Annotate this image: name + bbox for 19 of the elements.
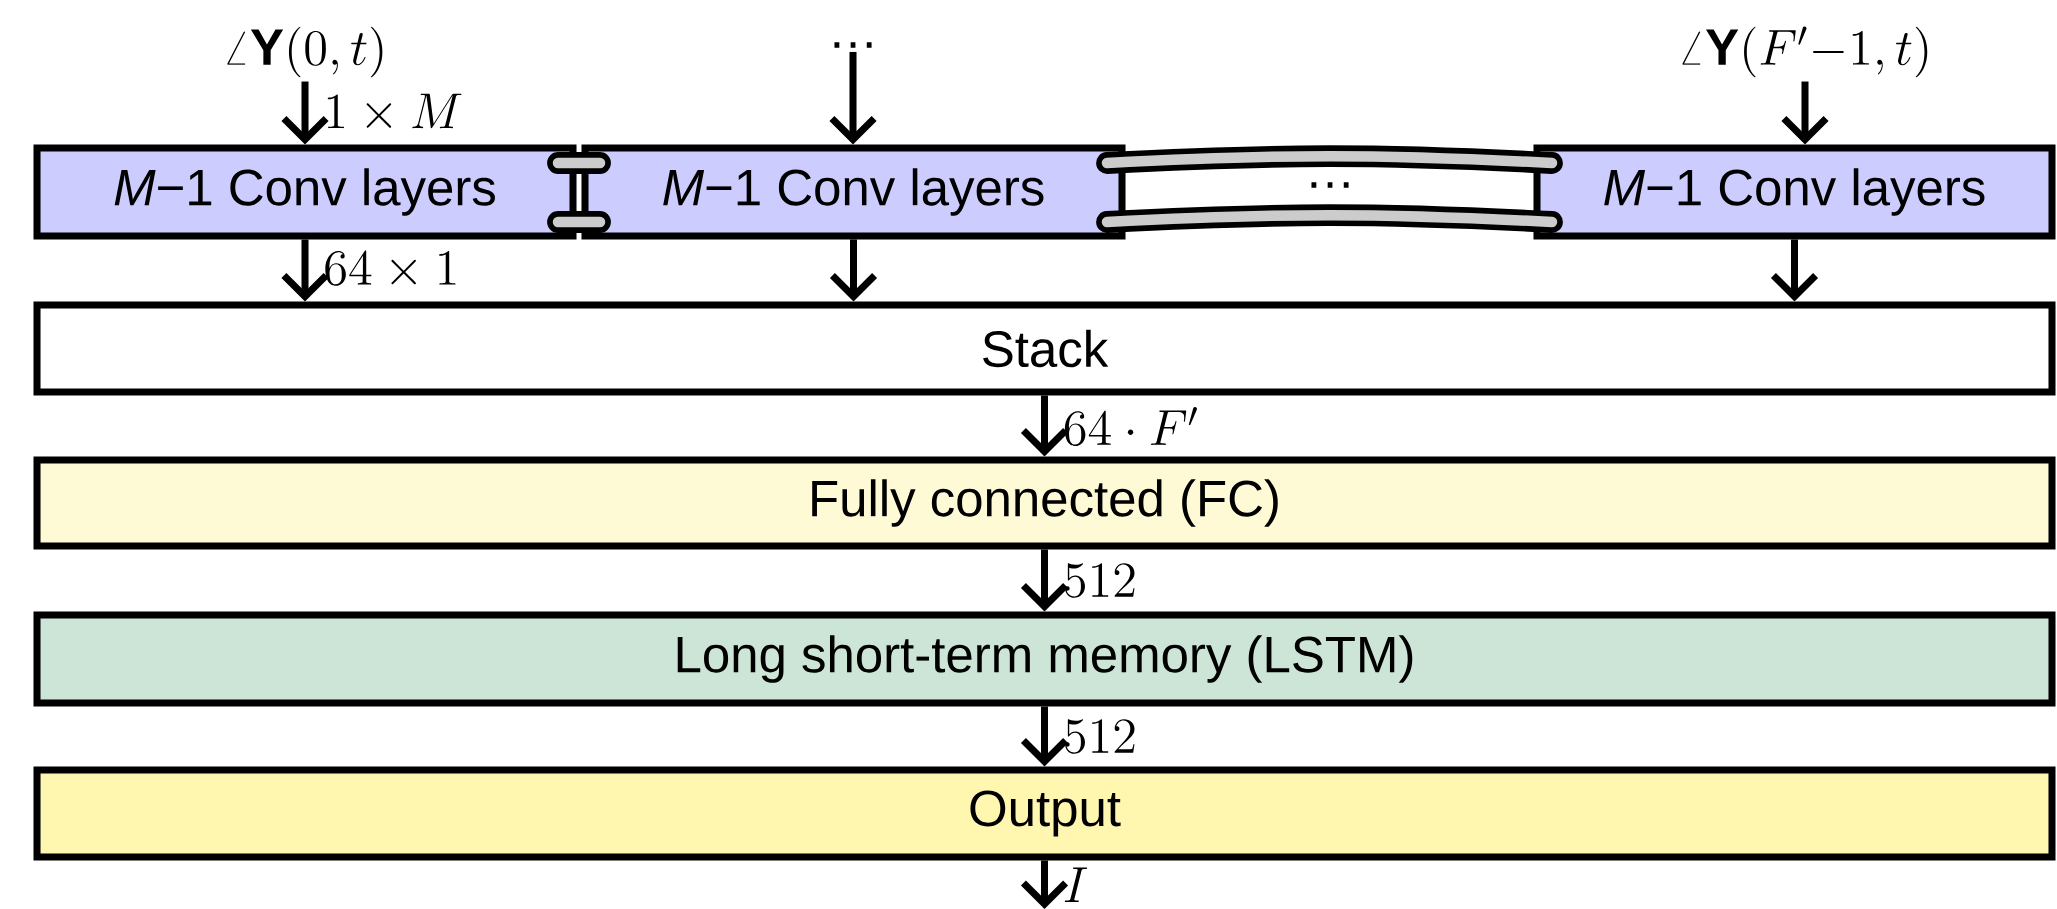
layer-box: Fully connected (FC) xyxy=(33,456,2056,550)
layer-box: M−1 Conv layers xyxy=(33,144,577,240)
edge-label: $512$ xyxy=(1065,719,1135,754)
edge-label: $64\times 1$ xyxy=(325,250,456,286)
link-connector xyxy=(1096,145,1563,233)
edge-label: $I$ xyxy=(1064,867,1088,903)
layer-box: M−1 Conv layers xyxy=(1533,144,2056,240)
link-connector xyxy=(547,152,611,233)
input-label: $\angle\mathbf{Y}(F'{-}1,t)$ xyxy=(1682,26,1928,78)
input-label: $\angle\mathbf{Y}(0,t)$ xyxy=(227,26,383,78)
edge-label: $512$ xyxy=(1065,563,1135,598)
layer-box: M−1 Conv layers xyxy=(581,144,1126,240)
layer-box: Stack xyxy=(33,301,2056,396)
edge-label: $64\cdot F'$ xyxy=(1064,406,1197,446)
edge-label: $1\times M$ xyxy=(327,93,462,129)
layer-box: Long short-term memory (LSTM) xyxy=(33,611,2056,707)
ellipsis-label: … xyxy=(1311,182,1349,188)
input-label: … xyxy=(834,42,872,48)
layer-box: Output xyxy=(33,766,2056,861)
